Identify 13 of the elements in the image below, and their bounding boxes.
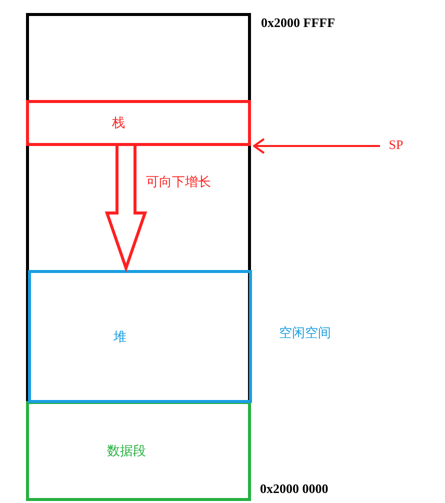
region-label: 堆 — [114, 328, 126, 346]
region-label: 数据段 — [107, 442, 146, 460]
region-label: 栈 — [112, 114, 125, 132]
edge-label: 可向下增长 — [146, 173, 211, 191]
stack-box — [26, 100, 251, 146]
free-space-label: 空闲空间 — [279, 324, 331, 342]
address-label: 0x2000 0000 — [260, 481, 328, 497]
data-segment-box — [26, 401, 251, 501]
address-label: 0x2000 FFFF — [261, 15, 336, 31]
arrow — [253, 138, 380, 154]
block-arrow — [104, 144, 148, 273]
heap-box — [28, 270, 252, 403]
pointer-label: SP — [388, 137, 404, 153]
